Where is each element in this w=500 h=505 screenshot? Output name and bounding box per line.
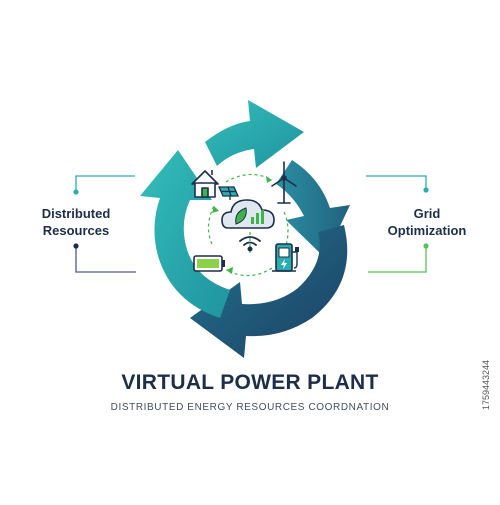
- battery-icon: [193, 255, 225, 272]
- leaf-icon: [235, 207, 247, 225]
- bar-chart-icon: [251, 210, 264, 224]
- right-connector: [366, 175, 429, 273]
- solar-panel-icon: [217, 186, 240, 200]
- arrow-left-up: [140, 150, 230, 318]
- arrow-bottom-left: [190, 225, 348, 358]
- arrow-top-right: [205, 100, 304, 168]
- page-title: VIRTUAL POWER PLANT: [121, 371, 379, 394]
- ev-charger-icon: [272, 243, 299, 272]
- left-connector: [73, 175, 136, 273]
- grid-optimization-label: Grid Optimization: [387, 206, 467, 238]
- wind-turbine-icon: [271, 161, 297, 204]
- page-subtitle: DISTRIBUTED ENERGY RESOURCES COORDNATION: [110, 402, 390, 413]
- stock-id-text: 1759443244: [481, 359, 491, 410]
- cycle-arrows: [140, 100, 350, 358]
- cloud-analytics-icon: [221, 199, 275, 229]
- house-icon: [191, 170, 219, 198]
- distributed-resources-label: Distributed Resources: [41, 206, 111, 238]
- stock-id-wrapper: 1759443244: [481, 360, 500, 420]
- wifi-icon: [239, 236, 261, 252]
